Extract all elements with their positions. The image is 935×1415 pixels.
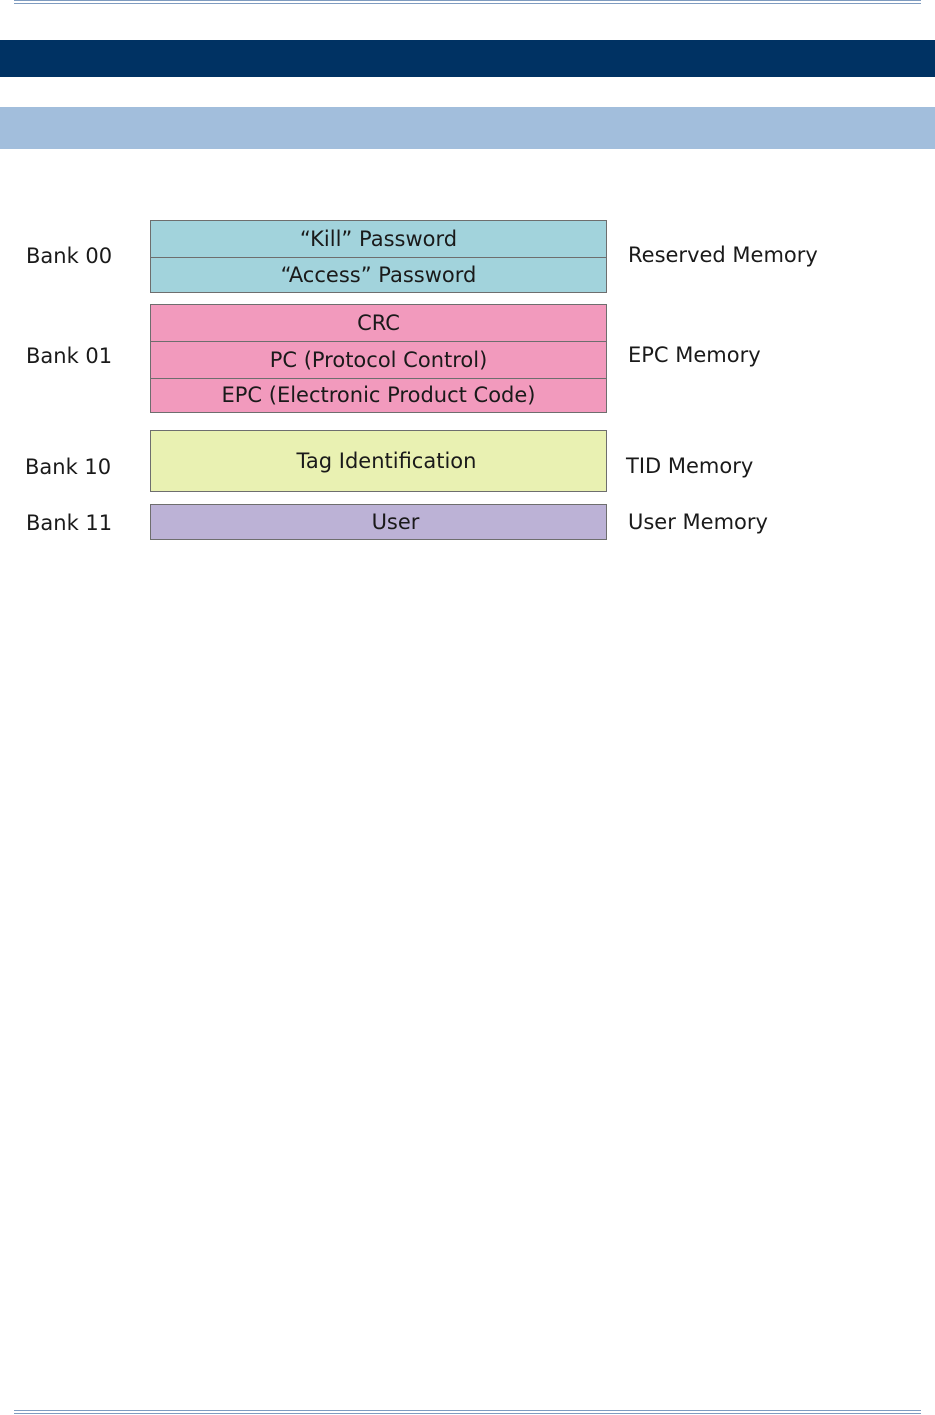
user-memory-label: User Memory [628,512,768,533]
bank-01-label: Bank 01 [26,346,112,367]
user-memory-block: User [150,504,607,540]
epc-code-cell: EPC (Electronic Product Code) [151,378,606,412]
tid-memory-block: Tag Identification [150,430,607,492]
crc-cell: CRC [151,305,606,341]
user-cell: User [151,505,606,539]
subheader-band [0,107,935,149]
protocol-control-cell: PC (Protocol Control) [151,341,606,378]
access-password-cell: “Access” Password [151,257,606,292]
kill-password-cell: “Kill” Password [151,221,606,257]
epc-memory-block: CRC PC (Protocol Control) EPC (Electroni… [150,304,607,413]
bottom-rule [14,1410,921,1414]
bank-00-label: Bank 00 [26,246,112,267]
reserved-memory-block: “Kill” Password “Access” Password [150,220,607,293]
top-rule [14,0,921,4]
epc-memory-label: EPC Memory [628,345,761,366]
tag-identification-cell: Tag Identification [151,431,606,491]
bank-10-label: Bank 10 [25,457,111,478]
header-band [0,40,935,77]
tid-memory-label: TID Memory [626,456,753,477]
reserved-memory-label: Reserved Memory [628,245,818,266]
bank-11-label: Bank 11 [26,513,112,534]
